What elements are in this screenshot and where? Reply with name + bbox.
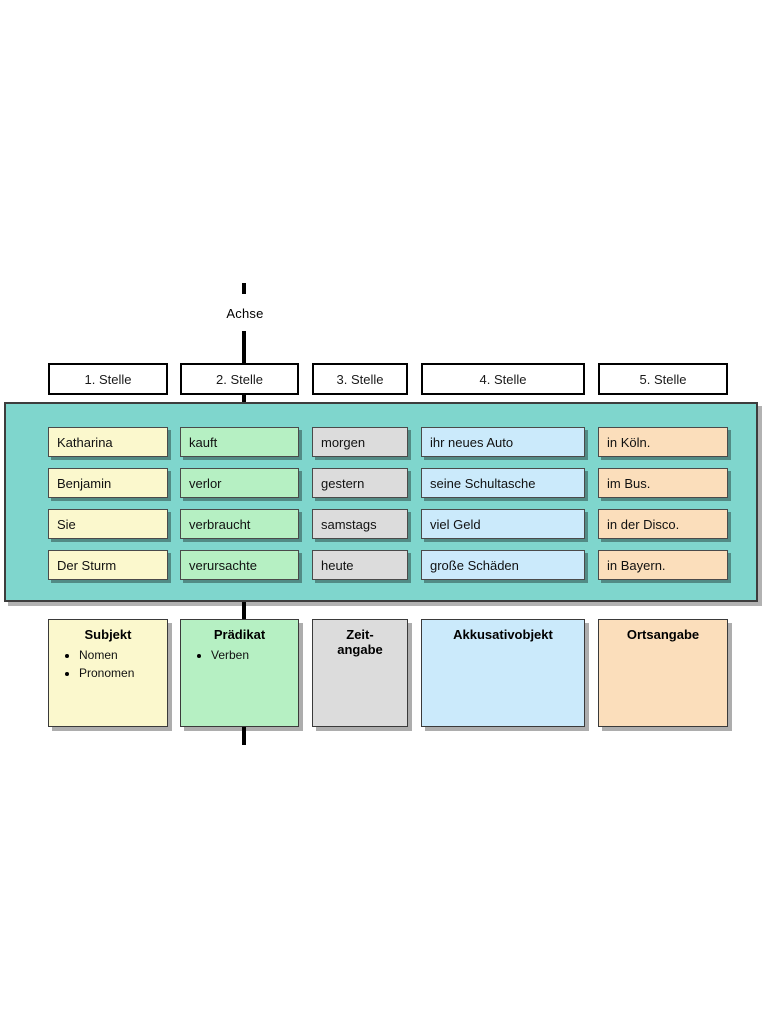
- position-header-5: 5. Stelle: [598, 363, 728, 395]
- sentence-cell-r4-c2: verursachte: [180, 550, 299, 580]
- position-header-3: 3. Stelle: [312, 363, 408, 395]
- legend-box-5: Ortsangabe: [598, 619, 728, 727]
- sentence-cell-r3-c1: Sie: [48, 509, 168, 539]
- sentence-cell-r4-c4: große Schäden: [421, 550, 585, 580]
- sentence-cell-r1-c3: morgen: [312, 427, 408, 457]
- position-header-2: 2. Stelle: [180, 363, 299, 395]
- sentence-cell-r4-c3: heute: [312, 550, 408, 580]
- legend-item: Pronomen: [63, 665, 167, 682]
- position-header-4: 4. Stelle: [421, 363, 585, 395]
- sentence-cell-r2-c3: gestern: [312, 468, 408, 498]
- axis-tick-icon: [242, 283, 246, 294]
- sentence-cell-r3-c5: in der Disco.: [598, 509, 728, 539]
- legend-items-2: Verben: [181, 647, 298, 664]
- legend-box-3: Zeit-angabe: [312, 619, 408, 727]
- sentence-cell-r3-c3: samstags: [312, 509, 408, 539]
- sentence-cell-r1-c1: Katharina: [48, 427, 168, 457]
- sentence-cell-r3-c2: verbraucht: [180, 509, 299, 539]
- legend-title-1: Subjekt: [84, 627, 132, 642]
- legend-title-2: Prädikat: [213, 627, 266, 642]
- legend-box-4: Akkusativobjekt: [421, 619, 585, 727]
- sentence-cell-r2-c5: im Bus.: [598, 468, 728, 498]
- sentence-cell-r1-c2: kauft: [180, 427, 299, 457]
- axis-label: Achse: [226, 306, 264, 321]
- sentence-cell-r1-c5: in Köln.: [598, 427, 728, 457]
- sentence-cell-r4-c5: in Bayern.: [598, 550, 728, 580]
- sentence-cell-r4-c1: Der Sturm: [48, 550, 168, 580]
- sentence-cell-r1-c4: ihr neues Auto: [421, 427, 585, 457]
- position-header-1: 1. Stelle: [48, 363, 168, 395]
- sentence-cell-r3-c4: viel Geld: [421, 509, 585, 539]
- legend-title-3: Zeit-angabe: [337, 627, 383, 658]
- sentence-cell-r2-c4: seine Schultasche: [421, 468, 585, 498]
- sentence-cell-r2-c1: Benjamin: [48, 468, 168, 498]
- legend-item: Nomen: [63, 647, 167, 664]
- legend-title-5: Ortsangabe: [626, 627, 700, 642]
- legend-title-4: Akkusativobjekt: [453, 627, 553, 642]
- legend-item: Verben: [195, 647, 298, 664]
- sentence-cell-r2-c2: verlor: [180, 468, 299, 498]
